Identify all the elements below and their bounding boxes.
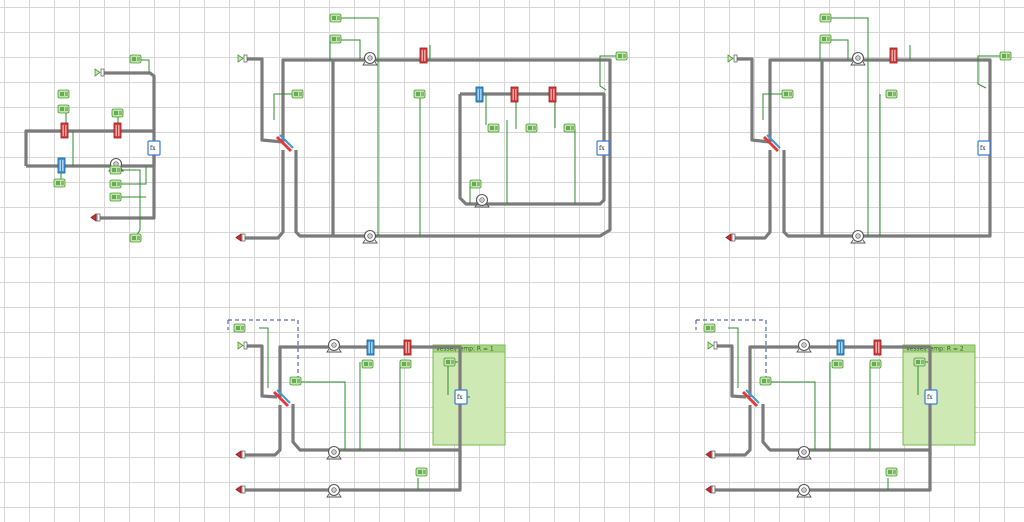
sensor-icon[interactable] [615,51,628,61]
sensor-icon[interactable] [885,89,898,99]
flow-sink-icon[interactable] [235,233,246,242]
sensor-icon[interactable] [109,192,122,202]
pump-icon[interactable] [326,445,342,460]
flow-source-icon[interactable] [707,341,718,350]
sensor-icon[interactable] [413,89,426,99]
sensor-icon[interactable] [469,179,482,189]
sensor-icon[interactable] [57,89,70,99]
flow-sink-icon[interactable] [90,213,101,222]
cooler-icon[interactable] [366,339,375,356]
sensor-icon[interactable] [703,323,716,333]
sensor-icon[interactable] [831,359,844,369]
sensor-icon[interactable] [415,467,428,477]
flow-source-icon[interactable] [727,54,738,63]
controller-fx-icon[interactable] [977,140,991,156]
sensor-icon[interactable] [291,89,304,99]
sensor-icon[interactable] [329,34,342,44]
flow-sink-icon[interactable] [235,450,246,459]
pump-icon[interactable] [796,338,812,353]
heater-icon[interactable] [60,122,69,139]
sensor-icon[interactable] [289,376,302,386]
pump-icon[interactable] [796,445,812,460]
sensor-icon[interactable] [781,89,794,99]
module-top-middle [245,17,620,240]
sensor-icon[interactable] [913,357,926,367]
controller-fx-icon[interactable] [596,140,610,156]
sensor-icon[interactable] [819,13,832,23]
controller-fx-icon[interactable] [147,140,161,156]
heater-icon[interactable] [873,339,882,356]
flow-source-icon[interactable] [94,68,105,77]
flow-sink-icon[interactable] [235,485,246,494]
controller-fx-icon[interactable] [924,389,938,405]
sensor-icon[interactable] [399,359,412,369]
heater-icon[interactable] [113,122,122,139]
sensor-icon[interactable] [329,13,342,23]
flow-source-icon[interactable] [237,54,248,63]
sensor-icon[interactable] [759,376,772,386]
heater-icon[interactable] [510,86,519,103]
flow-sink-icon[interactable] [725,233,736,242]
cooler-icon[interactable] [836,339,845,356]
module-bottom-right: Vessel/Temp: R = 2 [695,319,976,492]
pump-icon[interactable] [850,51,866,66]
sensor-icon[interactable] [109,179,122,189]
vessel-zone-label: Vessel/Temp: R = 2 [906,346,964,353]
vessel-zone-label: Vessel/Temp: R = 1 [436,346,494,353]
flow-source-icon[interactable] [237,341,248,350]
pump-icon[interactable] [326,338,342,353]
sensor-icon[interactable] [53,178,66,188]
heater-icon[interactable] [403,339,412,356]
module-small-left [24,59,156,239]
sensor-icon[interactable] [109,165,122,175]
sensor-icon[interactable] [999,51,1012,61]
heater-icon[interactable] [889,47,898,64]
sensor-icon[interactable] [525,123,538,133]
heater-icon[interactable] [548,86,557,103]
sensor-icon[interactable] [129,54,142,64]
pump-icon[interactable] [796,483,812,498]
pump-icon[interactable] [362,229,378,244]
sensor-icon[interactable] [443,357,456,367]
sensor-icon[interactable] [111,108,124,118]
pump-icon[interactable] [362,51,378,66]
sensor-icon[interactable] [361,359,374,369]
sensor-icon[interactable] [129,233,142,243]
sensor-icon[interactable] [819,34,832,44]
sensor-icon[interactable] [563,123,576,133]
cooler-icon[interactable] [57,157,66,174]
cooler-icon[interactable] [475,86,484,103]
controller-fx-icon[interactable] [454,389,468,405]
pump-icon[interactable] [850,229,866,244]
flow-sink-icon[interactable] [705,485,716,494]
sensor-icon[interactable] [869,359,882,369]
sensor-icon[interactable] [885,467,898,477]
sensor-icon[interactable] [233,323,246,333]
module-bottom-middle: Vessel/Temp: R = 1 [227,319,506,492]
sensor-icon[interactable] [57,104,70,114]
flow-sink-icon[interactable] [705,450,716,459]
heater-icon[interactable] [419,47,428,64]
sensor-icon[interactable] [487,123,500,133]
pump-icon[interactable] [326,483,342,498]
module-top-right [735,17,1000,240]
